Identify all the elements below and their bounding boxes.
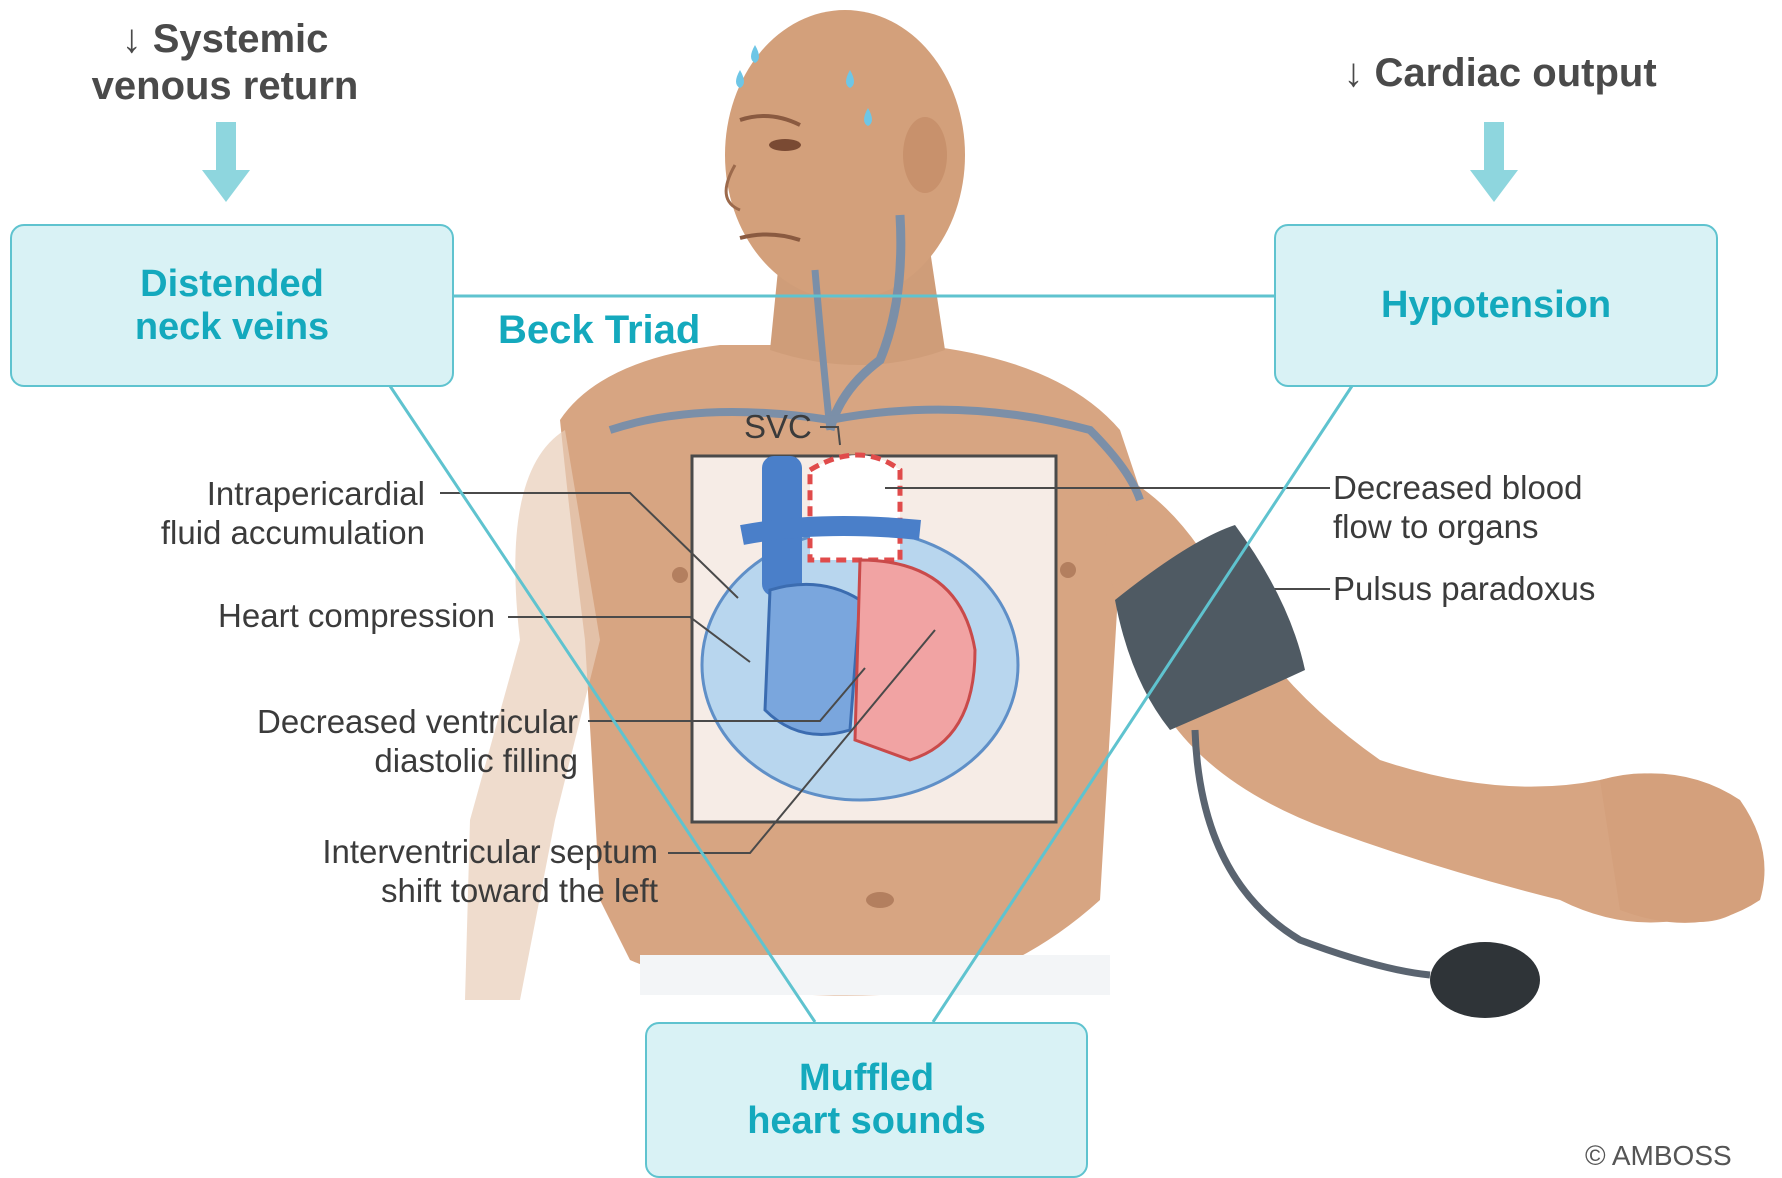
- label-fluid: Intrapericardial fluid accumulation: [60, 475, 425, 553]
- right-ventricle: [765, 584, 860, 734]
- ear: [903, 117, 947, 193]
- box-muffled-heart-sounds: Muffled heart sounds: [645, 1022, 1088, 1178]
- header-right: ↓ Cardiac output: [1300, 50, 1700, 97]
- waistband: [640, 955, 1110, 995]
- label-blood-flow: Decreased blood flow to organs: [1333, 469, 1753, 547]
- arrow-down-left: [202, 122, 250, 202]
- label-filling: Decreased ventricular diastolic filling: [150, 703, 578, 781]
- beck-triad-title: Beck Triad: [498, 308, 700, 353]
- copyright: © AMBOSS: [1585, 1140, 1732, 1172]
- label-pulsus: Pulsus paradoxus: [1333, 570, 1753, 609]
- header-left: ↓ Systemic venous return: [70, 16, 380, 110]
- box-hypotension: Hypotension: [1274, 224, 1718, 387]
- label-svc: SVC: [744, 408, 812, 447]
- down-arrow-icon: ↓: [122, 17, 142, 61]
- nipple: [1060, 562, 1076, 578]
- box-left-text: Distended neck veins: [135, 263, 329, 348]
- down-arrow-icon: ↓: [1343, 51, 1363, 95]
- pulmonary-artery: [742, 526, 920, 535]
- sweat-drop: [736, 70, 744, 88]
- box-bottom-text: Muffled heart sounds: [747, 1057, 986, 1142]
- label-septum: Interventricular septum shift toward the…: [200, 833, 658, 911]
- nipple: [672, 567, 688, 583]
- arrow-down-right: [1470, 122, 1518, 202]
- box-distended-neck-veins: Distended neck veins: [10, 224, 454, 387]
- eye: [769, 139, 801, 151]
- navel: [866, 892, 894, 908]
- hand: [1600, 773, 1765, 923]
- aorta: [810, 455, 900, 560]
- bp-bulb: [1430, 942, 1540, 1018]
- sweat-drop: [751, 45, 759, 63]
- label-compression: Heart compression: [100, 597, 495, 636]
- box-right-text: Hypotension: [1381, 284, 1611, 327]
- header-right-text: Cardiac output: [1374, 51, 1656, 95]
